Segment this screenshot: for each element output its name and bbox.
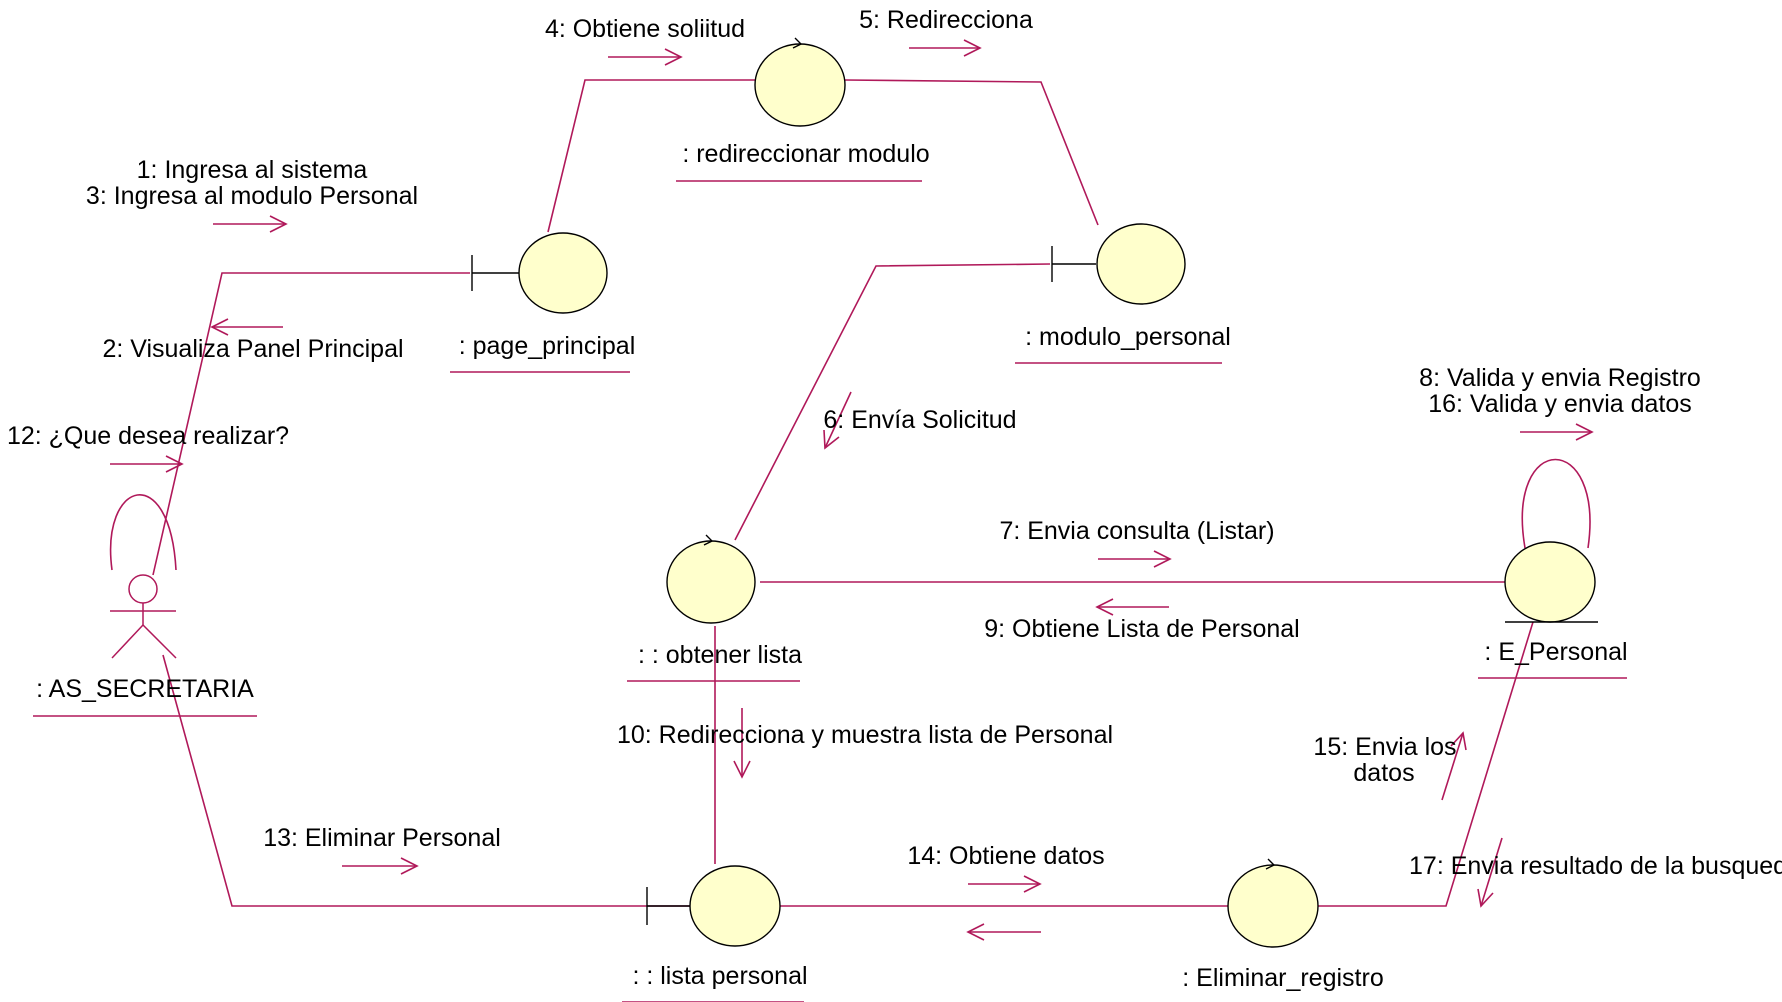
- arrow-m5: [909, 39, 982, 57]
- arrow-m7: [1098, 550, 1172, 568]
- link-modulo-personal-obtener-lista: [734, 263, 1051, 541]
- actor-label: : AS_SECRETARIA: [36, 675, 254, 703]
- link-actor-page-principal: [152, 272, 470, 576]
- arrow-m8-m16: [1520, 423, 1594, 441]
- message-2: 2: Visualiza Panel Principal: [102, 335, 403, 363]
- message-arrows: [110, 39, 1594, 941]
- control-icon: [1227, 864, 1319, 948]
- actor-head-icon: [128, 574, 158, 604]
- arrow-m4: [608, 48, 683, 66]
- arrow-m9: [1095, 598, 1169, 616]
- lista-personal-label: : : lista personal: [632, 962, 807, 990]
- arrow-m6: [823, 391, 852, 450]
- page-principal-label: : page_principal: [459, 332, 636, 360]
- message-17: 17: Envia resultado de la busqueda: [1409, 852, 1782, 880]
- arrow-m17: [1477, 837, 1503, 908]
- link-eliminar-registro-e-personal: [1318, 621, 1534, 907]
- object-modulo-personal[interactable]: : modulo_personal: [1015, 223, 1231, 364]
- control-icon: [666, 540, 756, 624]
- object-redireccionar-modulo[interactable]: : redireccionar modulo: [676, 37, 930, 182]
- object-e-personal[interactable]: : E_Personal: [1478, 541, 1628, 679]
- link-page-principal-redireccionar: [547, 79, 755, 233]
- control-icon: [754, 43, 846, 127]
- object-eliminar-registro[interactable]: : Eliminar_registro: [1182, 858, 1384, 992]
- arrow-m14: [968, 875, 1042, 893]
- eliminar-registro-label: : Eliminar_registro: [1182, 964, 1383, 992]
- message-7: 7: Envia consulta (Listar): [999, 517, 1274, 545]
- arrow-m15: [1441, 731, 1467, 801]
- message-labels: 1: Ingresa al sistema 3: Ingresa al modu…: [7, 6, 1782, 880]
- message-1: 1: Ingresa al sistema: [137, 156, 368, 184]
- e-personal-label: : E_Personal: [1484, 638, 1627, 666]
- actor-as-secretaria[interactable]: : AS_SECRETARIA: [33, 574, 257, 717]
- arrow-m12: [110, 455, 184, 473]
- message-16: 16: Valida y envia datos: [1428, 390, 1692, 418]
- obtener-lista-label: : : obtener lista: [638, 641, 802, 669]
- boundary-icon: [689, 865, 781, 947]
- object-obtener-lista[interactable]: : : obtener lista: [627, 534, 802, 682]
- self-loop-e-personal: [1521, 458, 1591, 549]
- boundary-icon: [518, 232, 608, 314]
- arrow-m10: [733, 708, 751, 779]
- redireccionar-label: : redireccionar modulo: [682, 140, 929, 168]
- self-loop-actor: [109, 494, 177, 571]
- entity-icon: [1504, 541, 1596, 623]
- arrow-return-14: [966, 923, 1041, 941]
- message-8: 8: Valida y envia Registro: [1419, 364, 1701, 392]
- message-15-line2: datos: [1353, 759, 1414, 787]
- boundary-icon: [1096, 223, 1186, 305]
- message-14: 14: Obtiene datos: [907, 842, 1104, 870]
- links: [152, 79, 1534, 907]
- link-redireccionar-modulo-personal: [844, 79, 1099, 226]
- link-actor-lista-personal: [162, 654, 690, 907]
- message-13: 13: Eliminar Personal: [263, 824, 501, 852]
- message-3: 3: Ingresa al modulo Personal: [86, 182, 418, 210]
- message-9: 9: Obtiene Lista de Personal: [984, 615, 1299, 643]
- modulo-personal-label: : modulo_personal: [1025, 323, 1231, 351]
- object-lista-personal[interactable]: : : lista personal: [622, 865, 808, 1002]
- message-4: 4: Obtiene soliitud: [545, 15, 745, 43]
- message-5: 5: Redirecciona: [859, 6, 1033, 34]
- arrow-m2: [210, 318, 283, 336]
- arrow-m1-m3: [213, 215, 288, 233]
- message-15-line1: 15: Envia los: [1313, 733, 1456, 761]
- message-6: 6: Envía Solicitud: [823, 406, 1016, 434]
- object-page-principal[interactable]: : page_principal: [450, 232, 636, 373]
- message-12: 12: ¿Que desea realizar?: [7, 422, 289, 450]
- message-10: 10: Redirecciona y muestra lista de Pers…: [617, 721, 1113, 749]
- arrow-m13: [342, 857, 419, 875]
